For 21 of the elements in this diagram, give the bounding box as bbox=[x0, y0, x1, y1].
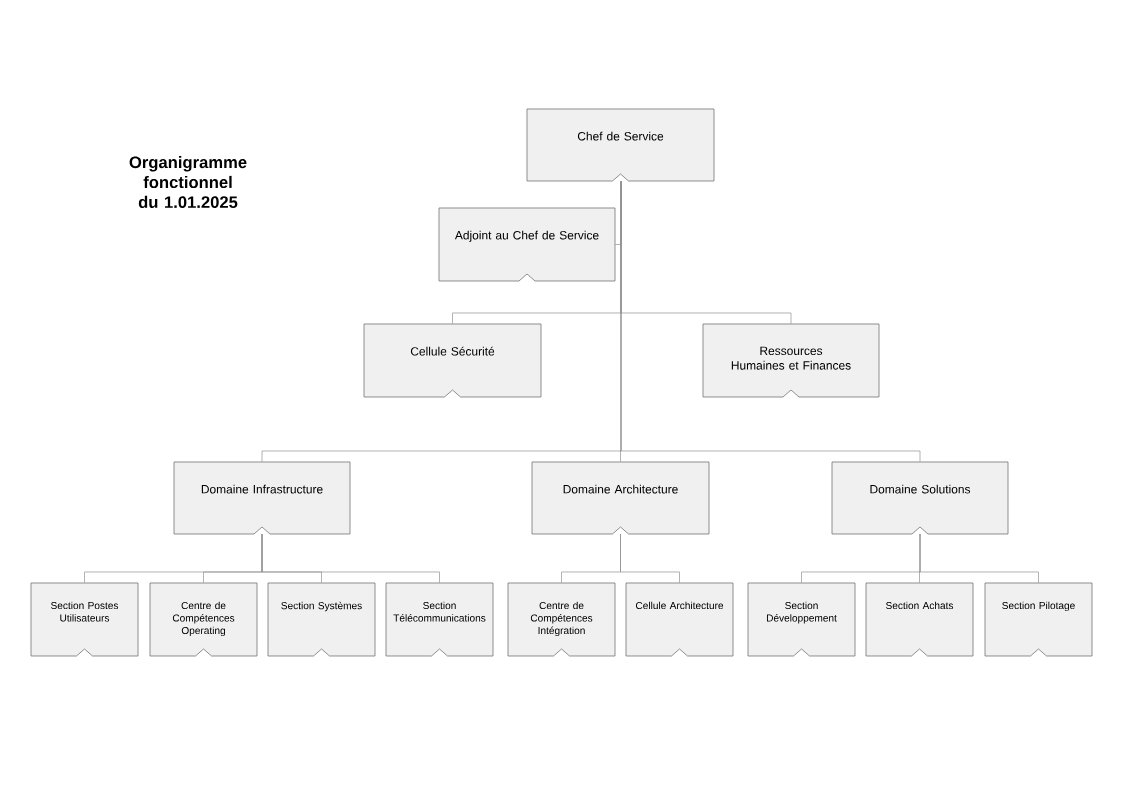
org-box: Ressources Humaines et Finances bbox=[702, 323, 880, 398]
org-box: Adjoint au Chef de Service bbox=[438, 207, 616, 282]
org-box: Centre de Compétences Intégration bbox=[507, 582, 616, 657]
org-box: Section Achats bbox=[865, 582, 974, 657]
org-box: Section Systèmes bbox=[267, 582, 376, 657]
org-box: Section Développement bbox=[747, 582, 856, 657]
connector-line bbox=[620, 533, 680, 584]
org-box: Domaine Solutions bbox=[831, 461, 1009, 535]
org-box: Cellule Sécurité bbox=[363, 323, 542, 398]
org-box: Cellule Architecture bbox=[625, 582, 734, 657]
org-box: Centre de Compétences Operating bbox=[149, 582, 258, 657]
org-box: Domaine Architecture bbox=[531, 461, 710, 535]
connector-line bbox=[919, 533, 1039, 584]
title: Organigramme fonctionnel du 1.01.2025 bbox=[129, 155, 247, 209]
org-box: Section Postes Utilisateurs bbox=[30, 582, 139, 657]
org-box: Chef de Service bbox=[526, 108, 715, 182]
org-box: Domaine Infrastructure bbox=[173, 461, 351, 535]
connector-line bbox=[261, 533, 440, 584]
connector-line bbox=[620, 180, 921, 463]
org-box: Section Pilotage bbox=[984, 582, 1093, 657]
org-box: Section Télécommunications bbox=[385, 582, 494, 657]
